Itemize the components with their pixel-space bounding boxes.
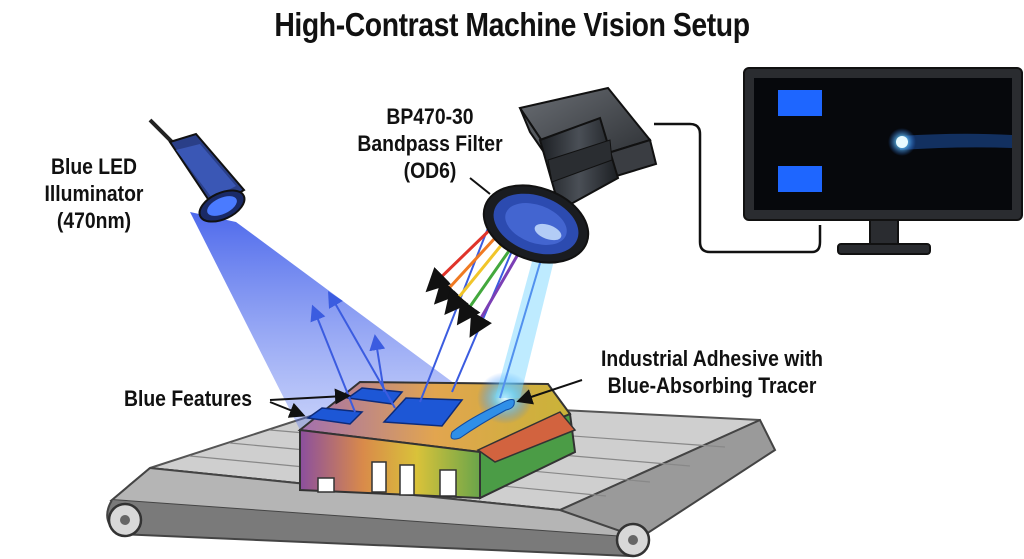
label-adhesive-line1: Industrial Adhesive with: [589, 345, 835, 372]
label-filter-line3: (OD6): [342, 157, 518, 184]
label-filter-line1: BP470-30: [342, 103, 518, 130]
conveyor-roller-left: [109, 504, 141, 536]
label-adhesive: Industrial Adhesive with Blue-Absorbing …: [589, 345, 835, 399]
conveyor-roller-right: [617, 524, 649, 556]
monitor-blue-feature-top: [778, 90, 822, 116]
label-illuminator-line2: Illuminator: [36, 180, 152, 207]
label-features-text: Blue Features: [124, 385, 252, 412]
label-blue-features: Blue Features: [124, 385, 252, 412]
monitor-blue-feature-bottom: [778, 166, 822, 192]
blue-led-illuminator: [150, 120, 249, 228]
label-adhesive-line2: Blue-Absorbing Tracer: [589, 372, 835, 399]
label-bandpass-filter: BP470-30 Bandpass Filter (OD6): [342, 103, 518, 184]
label-illuminator-line3: (470nm): [36, 207, 152, 234]
label-illuminator: Blue LED Illuminator (470nm): [36, 153, 152, 234]
label-filter-line2: Bandpass Filter: [342, 130, 518, 157]
label-illuminator-line1: Blue LED: [36, 153, 152, 180]
